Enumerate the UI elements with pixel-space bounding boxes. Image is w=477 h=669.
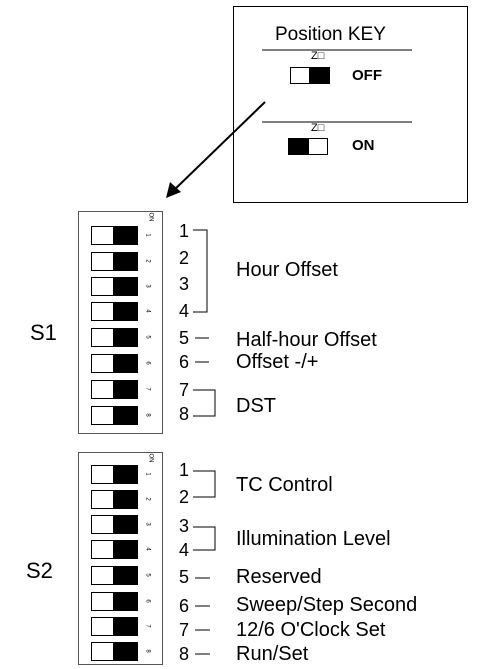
s2-function-12-6-oclock-set: 12/6 O'Clock Set — [236, 619, 386, 641]
bank-s2-label: S2 — [26, 558, 53, 583]
s2-function-run-set: Run/Set — [236, 643, 309, 665]
s2-pin-2: 2 — [179, 487, 190, 507]
s1-pin-1: 1 — [179, 221, 190, 241]
s2-switch-number-1: 1 — [144, 472, 151, 476]
key-off-letters: Z□ — [311, 50, 325, 62]
s1-function-offset-sign: Offset -/+ — [236, 351, 319, 373]
s2-pin-3: 3 — [179, 516, 190, 536]
key-off-knob — [309, 68, 329, 83]
switch-bank-s1: ON 1 2 3 4 5 6 7 8 — [78, 211, 163, 434]
s1-switch-1[interactable] — [91, 226, 138, 245]
s1-pin-7: 7 — [179, 380, 190, 400]
s2-bracket-illum — [193, 526, 216, 551]
s2-switch-1[interactable] — [91, 465, 138, 484]
s1-bracket-hour — [193, 229, 208, 313]
s2-switch-3[interactable] — [91, 515, 138, 534]
s1-switch-number-7: 7 — [144, 387, 151, 391]
key-arrow-head — [166, 182, 181, 198]
s1-pin-6: 6 — [179, 352, 190, 372]
s2-switch-number-5: 5 — [144, 573, 151, 577]
s2-switch-5[interactable] — [91, 566, 138, 585]
s1-switch-3[interactable] — [91, 277, 138, 296]
s1-function-hour-offset: Hour Offset — [236, 259, 338, 281]
s1-pin-3: 3 — [179, 274, 190, 294]
s2-pin-4: 4 — [179, 540, 190, 560]
s1-switch-6[interactable] — [91, 354, 138, 373]
s2-switch-number-7: 7 — [144, 624, 151, 628]
position-key-title: Position KEY — [275, 24, 386, 45]
s1-function-half-hour-offset: Half-hour Offset — [236, 329, 377, 351]
key-off-label: OFF — [352, 67, 382, 84]
s1-bracket-dst — [193, 389, 216, 417]
s1-switch-5[interactable] — [91, 328, 138, 347]
s1-pin-4: 4 — [179, 301, 190, 321]
s1-switch-number-2: 2 — [144, 259, 151, 263]
s2-switch-7[interactable] — [91, 617, 138, 636]
s2-switch-number-2: 2 — [144, 497, 151, 501]
s2-pin-5: 5 — [179, 567, 190, 587]
s2-switch-4[interactable] — [91, 540, 138, 559]
s2-switch-8[interactable] — [91, 642, 138, 661]
s2-pin-6: 6 — [179, 596, 190, 616]
switch-bank-s2: ON 1 2 3 4 5 6 7 8 — [78, 452, 163, 665]
s2-switch-6[interactable] — [91, 592, 138, 611]
s2-pin-8: 8 — [179, 644, 190, 664]
s1-switch-8[interactable] — [91, 406, 138, 425]
s1-header-on: ON — [147, 212, 154, 222]
s1-switch-number-8: 8 — [144, 413, 151, 417]
s1-switch-number-6: 6 — [144, 361, 151, 365]
s1-pin-5: 5 — [179, 328, 190, 348]
s1-function-dst: DST — [236, 395, 276, 417]
s2-bracket-tc — [193, 470, 216, 498]
key-on-letters: Z□ — [311, 122, 325, 134]
s1-switch-4[interactable] — [91, 302, 138, 321]
s2-switch-number-3: 3 — [144, 522, 151, 526]
s1-pin-8: 8 — [179, 404, 190, 424]
s1-switch-number-4: 4 — [144, 309, 151, 313]
s2-pin-1: 1 — [179, 460, 190, 480]
s1-switch-7[interactable] — [91, 380, 138, 399]
key-arrow-line — [171, 101, 266, 193]
s1-switch-2[interactable] — [91, 252, 138, 271]
s2-function-reserved: Reserved — [236, 566, 322, 588]
s1-switch-number-5: 5 — [144, 335, 151, 339]
s2-switch-number-8: 8 — [144, 649, 151, 653]
key-off-switch — [290, 67, 330, 84]
s1-switch-number-3: 3 — [144, 284, 151, 288]
s1-pin-2: 2 — [179, 248, 190, 268]
s2-pin-7: 7 — [179, 620, 190, 640]
key-on-label: ON — [352, 137, 375, 154]
s2-function-illumination-level: Illumination Level — [236, 528, 391, 550]
s2-switch-number-4: 4 — [144, 547, 151, 551]
s2-function-tc-control: TC Control — [236, 474, 333, 496]
s2-header-on: ON — [147, 453, 154, 463]
position-key-box — [233, 6, 468, 203]
s2-function-sweep-step-second: Sweep/Step Second — [236, 594, 418, 616]
s2-switch-2[interactable] — [91, 490, 138, 509]
key-on-switch — [288, 138, 328, 155]
s1-switch-number-1: 1 — [144, 233, 151, 237]
s2-switch-number-6: 6 — [144, 599, 151, 603]
key-on-knob — [289, 139, 309, 154]
bank-s1-label: S1 — [30, 320, 57, 345]
